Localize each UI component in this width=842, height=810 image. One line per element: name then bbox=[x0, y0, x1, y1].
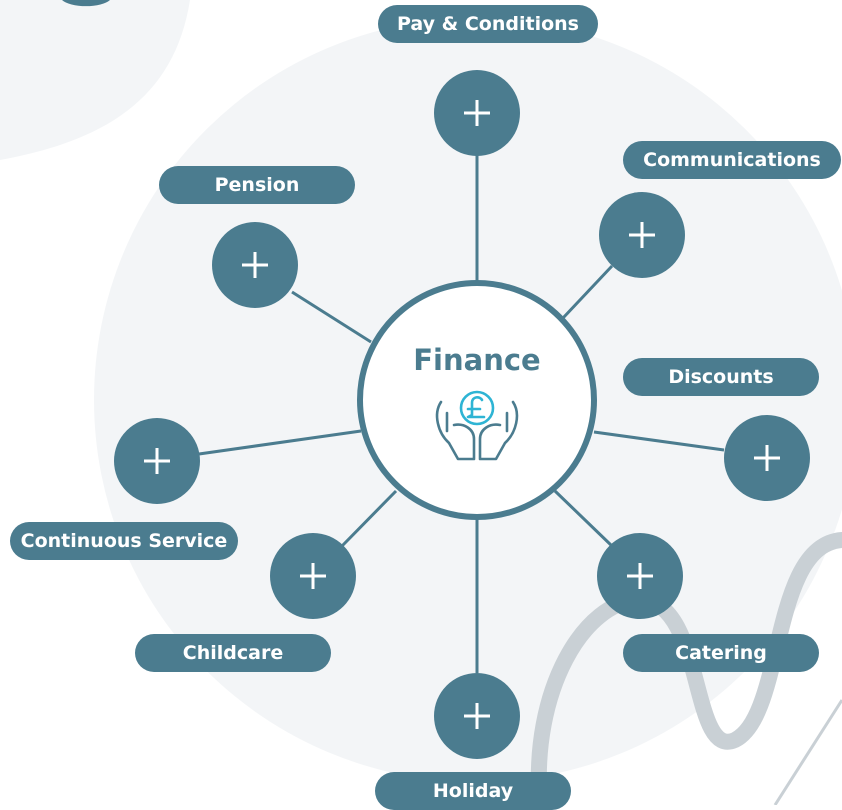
decorative-squiggle bbox=[530, 532, 842, 805]
connector-communications bbox=[561, 264, 614, 320]
expand-button-discounts[interactable] bbox=[724, 415, 810, 501]
label-pension[interactable]: Pension bbox=[159, 166, 355, 204]
expand-button-pension[interactable] bbox=[212, 222, 298, 308]
plus-icon bbox=[144, 448, 170, 474]
connector-pension bbox=[291, 290, 372, 344]
label-communications[interactable]: Communications bbox=[623, 141, 841, 179]
corner-dot bbox=[62, 0, 110, 7]
connector-discounts bbox=[593, 430, 725, 452]
hub-title: Finance bbox=[413, 343, 541, 377]
plus-icon bbox=[464, 100, 490, 126]
background-blob-top-left bbox=[0, 0, 190, 160]
plus-icon bbox=[754, 445, 780, 471]
label-childcare[interactable]: Childcare bbox=[135, 634, 331, 672]
hub-circle bbox=[357, 280, 597, 520]
connector-lines bbox=[198, 155, 725, 673]
label-continuous-service[interactable]: Continuous Service bbox=[10, 522, 238, 560]
label-catering[interactable]: Catering bbox=[623, 634, 819, 672]
expand-button-pay-conditions[interactable] bbox=[434, 70, 520, 156]
label-pay-conditions[interactable]: Pay & Conditions bbox=[378, 5, 598, 43]
plus-icon bbox=[300, 563, 326, 589]
label-discounts[interactable]: Discounts bbox=[623, 358, 819, 396]
connector-childcare bbox=[340, 489, 398, 548]
expand-button-communications[interactable] bbox=[599, 192, 685, 278]
plus-icon bbox=[627, 563, 653, 589]
plus-icon bbox=[242, 252, 268, 278]
plus-icon bbox=[464, 703, 490, 729]
expand-button-childcare[interactable] bbox=[270, 533, 356, 619]
expand-button-catering[interactable] bbox=[597, 533, 683, 619]
label-holiday[interactable]: Holiday bbox=[375, 772, 571, 810]
hands-holding-pound-icon bbox=[435, 390, 519, 461]
connector-continuous-service bbox=[198, 429, 362, 456]
expand-button-continuous-service[interactable] bbox=[114, 418, 200, 504]
decorative-stroke bbox=[773, 699, 842, 805]
connector-catering bbox=[553, 489, 614, 548]
expand-button-holiday[interactable] bbox=[434, 673, 520, 759]
plus-icon bbox=[629, 222, 655, 248]
